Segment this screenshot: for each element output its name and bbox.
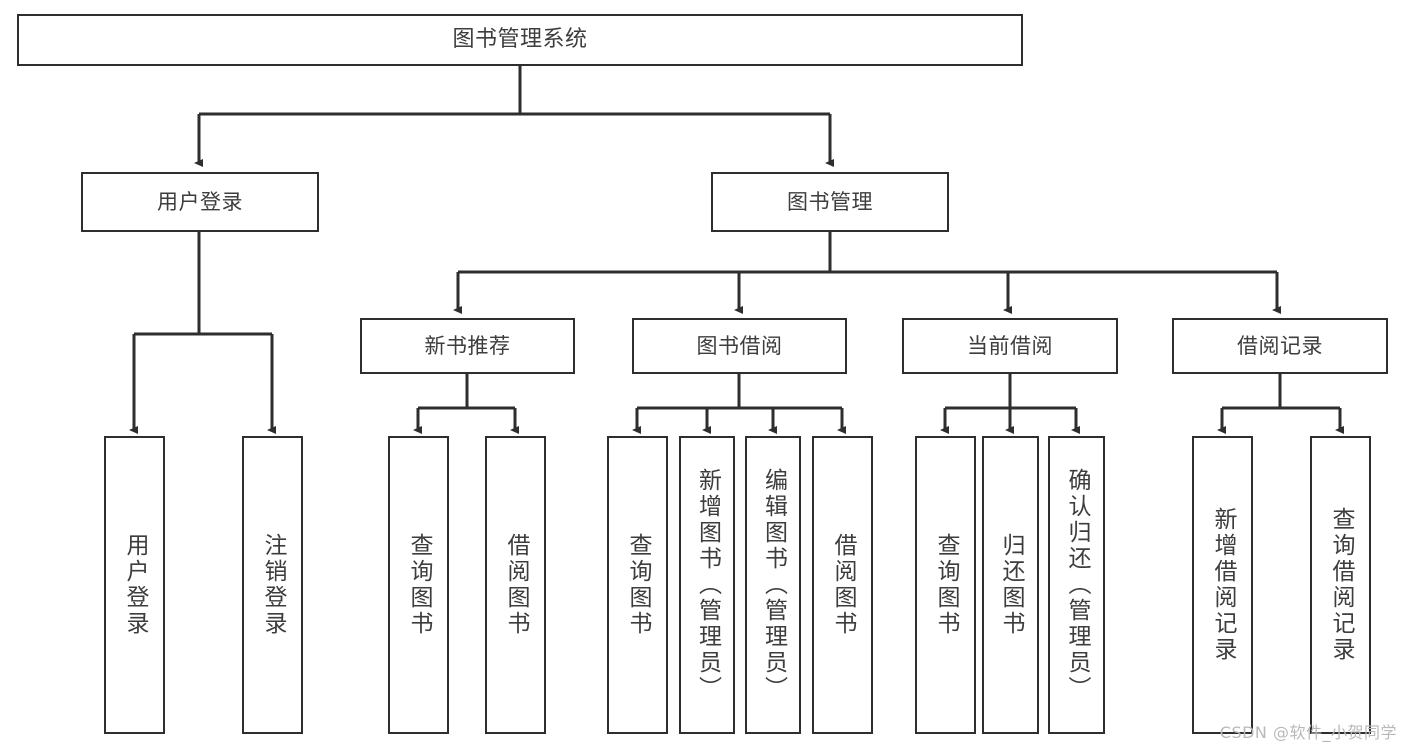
node-user-login[interactable]: 用户登录: [81, 172, 319, 232]
leaf-logout[interactable]: 注销登录: [242, 436, 303, 734]
node-label: 图书管理系统: [452, 27, 588, 53]
node-label: 新书推荐: [424, 333, 511, 358]
leaf-borrow-book-recommend[interactable]: 借阅图书: [485, 436, 546, 734]
node-label: 查询图书: [625, 533, 651, 637]
node-book-borrow[interactable]: 图书借阅: [632, 318, 847, 374]
node-label: 图书管理: [787, 189, 873, 214]
leaf-user-login[interactable]: 用户登录: [104, 436, 165, 734]
node-label: 图书借阅: [696, 333, 783, 358]
node-label: 用户登录: [122, 533, 148, 637]
node-label: 查询借阅记录: [1328, 507, 1354, 663]
leaf-edit-book-admin[interactable]: 编辑图书（管理员）: [745, 436, 801, 734]
node-label: 新增借阅记录: [1210, 507, 1236, 663]
watermark-text: CSDN @软件_小贺同学: [1219, 723, 1397, 742]
leaf-add-book-admin[interactable]: 新增图书（管理员）: [679, 436, 735, 734]
node-label: 借阅图书: [830, 533, 856, 637]
node-label: 注销登录: [260, 533, 286, 637]
node-label: 当前借阅: [967, 333, 1053, 358]
node-current-borrow[interactable]: 当前借阅: [902, 318, 1118, 374]
node-book-management[interactable]: 图书管理: [711, 172, 949, 232]
node-new-book-recommend[interactable]: 新书推荐: [360, 318, 575, 374]
leaf-query-borrow-record[interactable]: 查询借阅记录: [1310, 436, 1371, 734]
leaf-query-book-borrow[interactable]: 查询图书: [607, 436, 668, 734]
node-label: 确认归还（管理员）: [1064, 468, 1090, 702]
node-label: 归还图书: [998, 533, 1024, 637]
node-label: 查询图书: [406, 533, 432, 637]
node-label: 编辑图书（管理员）: [760, 468, 787, 702]
node-root-system[interactable]: 图书管理系统: [17, 14, 1023, 66]
leaf-return-book[interactable]: 归还图书: [982, 436, 1039, 734]
leaf-borrow-book[interactable]: 借阅图书: [812, 436, 873, 734]
node-borrow-record[interactable]: 借阅记录: [1172, 318, 1388, 374]
leaf-add-borrow-record[interactable]: 新增借阅记录: [1192, 436, 1253, 734]
leaf-confirm-return-admin[interactable]: 确认归还（管理员）: [1048, 436, 1105, 734]
node-label: 新增图书（管理员）: [694, 468, 721, 702]
leaf-query-book-current[interactable]: 查询图书: [915, 436, 976, 734]
node-label: 借阅记录: [1237, 333, 1323, 358]
node-label: 查询图书: [933, 533, 959, 637]
leaf-query-book-recommend[interactable]: 查询图书: [388, 436, 449, 734]
node-label: 用户登录: [157, 189, 243, 214]
node-label: 借阅图书: [503, 533, 529, 637]
